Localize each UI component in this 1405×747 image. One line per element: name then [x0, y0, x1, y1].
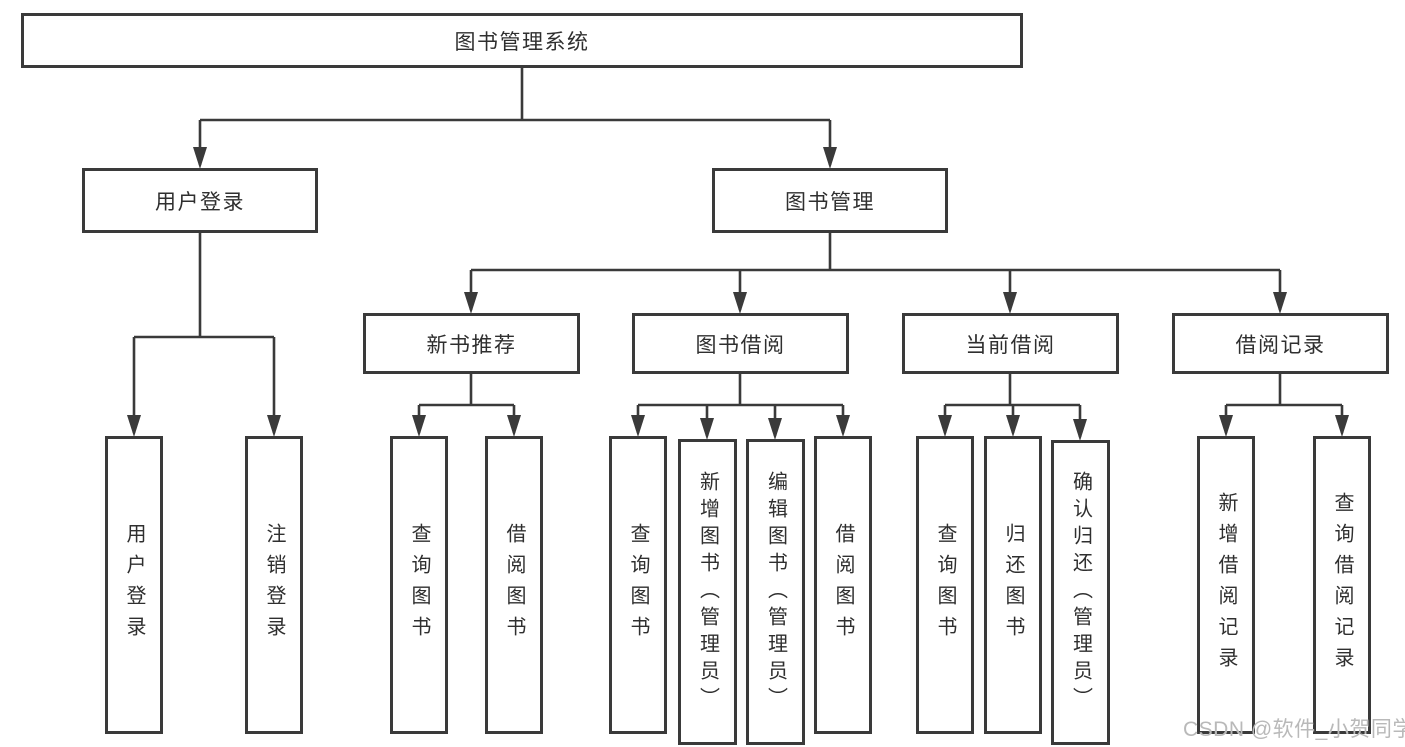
- node-label: 用户登录: [155, 190, 245, 214]
- node-book-management: 图书管理: [712, 168, 948, 233]
- connector-current-borrowing-branch: [943, 374, 1082, 437]
- connector-new-book-branch: [417, 374, 516, 433]
- leaf-label: 确认归还（管理员）: [1069, 471, 1092, 714]
- leaf-logout-login: 注销登录: [245, 436, 303, 734]
- leaf-label: 查询图书: [408, 523, 430, 647]
- leaf-edit-books-admin: 编辑图书（管理员）: [746, 439, 805, 745]
- leaf-label: 查询借阅记录: [1331, 492, 1353, 678]
- node-label: 图书借阅: [695, 333, 786, 357]
- leaf-confirm-return-admin: 确认归还（管理员）: [1051, 440, 1110, 745]
- node-book-borrowing: 图书借阅: [632, 313, 849, 374]
- leaf-label: 编辑图书（管理员）: [764, 470, 787, 714]
- leaf-label: 新增图书（管理员）: [696, 470, 719, 714]
- leaf-return-books: 归还图书: [984, 436, 1042, 734]
- leaf-add-books-admin: 新增图书（管理员）: [678, 439, 737, 745]
- leaf-borrow-books: 借阅图书: [814, 436, 872, 734]
- node-label: 借阅记录: [1235, 333, 1326, 357]
- leaf-add-borrowing-record: 新增借阅记录: [1197, 436, 1255, 734]
- connector-book-borrowing-branch: [636, 374, 845, 436]
- node-user-login: 用户登录: [82, 168, 318, 233]
- csdn-watermark: CSDN @软件_小贺同学: [1183, 718, 1405, 741]
- node-new-book-recommendation: 新书推荐: [363, 313, 580, 374]
- leaf-query-books-borrowing: 查询图书: [609, 436, 667, 734]
- leaf-label: 借阅图书: [832, 523, 854, 647]
- node-library-management-system: 图书管理系统: [21, 13, 1023, 68]
- connector-borrowing-records-branch: [1224, 374, 1344, 433]
- leaf-borrow-books-recommend: 借阅图书: [485, 436, 543, 734]
- node-label: 新书推荐: [426, 333, 517, 357]
- leaf-query-borrowing-record: 查询借阅记录: [1313, 436, 1371, 734]
- leaf-label: 归还图书: [1002, 523, 1024, 647]
- leaf-label: 注销登录: [263, 523, 285, 647]
- connector-user-login-branch: [132, 233, 276, 433]
- leaf-query-books-current: 查询图书: [916, 436, 974, 734]
- leaf-query-books-recommend: 查询图书: [390, 436, 448, 734]
- connector-root-to-level2: [198, 68, 832, 165]
- leaf-label: 用户登录: [123, 523, 145, 647]
- leaf-user-login: 用户登录: [105, 436, 163, 734]
- leaf-label: 新增借阅记录: [1215, 492, 1237, 678]
- node-label: 图书管理系统: [454, 30, 590, 54]
- node-label: 当前借阅: [965, 333, 1056, 357]
- leaf-label: 查询图书: [934, 523, 956, 647]
- connector-book-management-branch: [469, 233, 1282, 310]
- node-current-borrowing: 当前借阅: [902, 313, 1119, 374]
- leaf-label: 借阅图书: [503, 523, 525, 647]
- node-borrowing-records: 借阅记录: [1172, 313, 1389, 374]
- node-label: 图书管理: [785, 190, 875, 214]
- leaf-label: 查询图书: [627, 523, 649, 647]
